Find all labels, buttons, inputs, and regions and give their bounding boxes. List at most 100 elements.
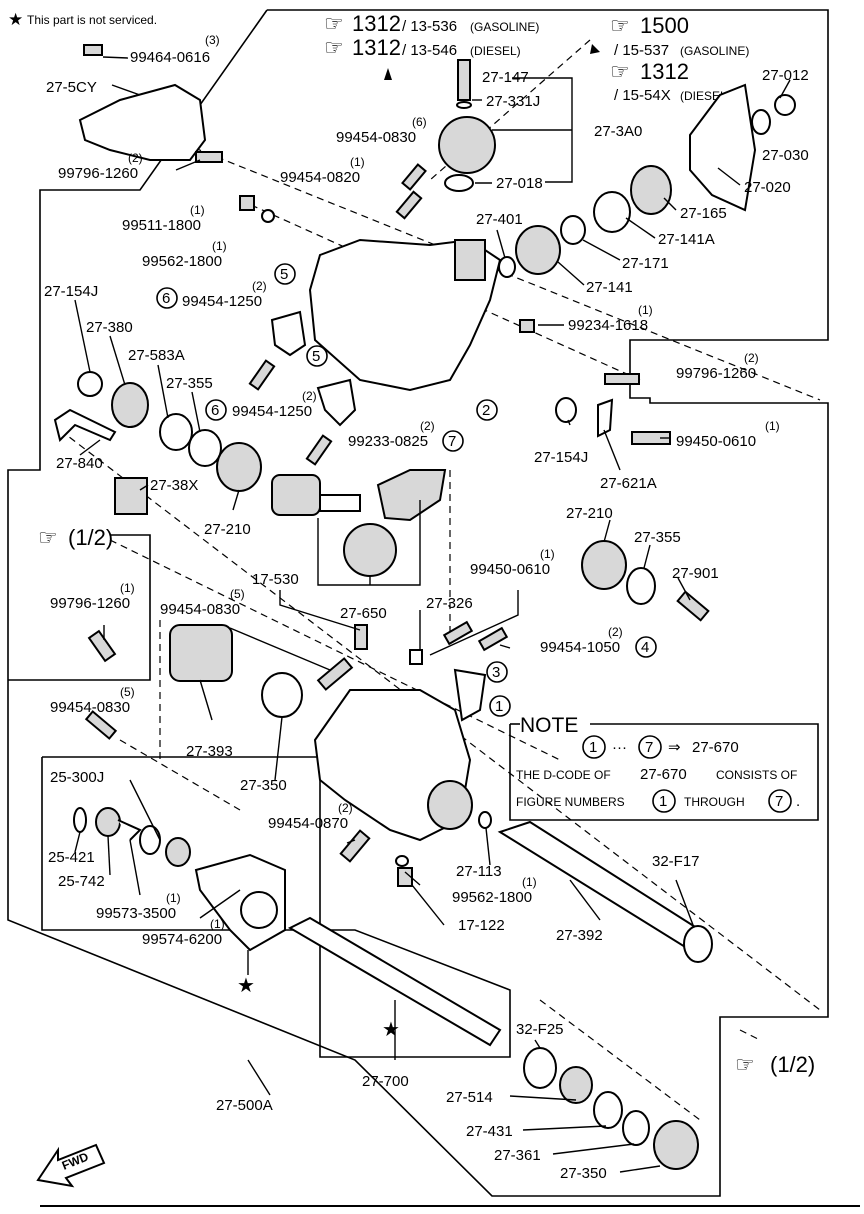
part-number-label[interactable]: 99450-0610 bbox=[676, 433, 756, 450]
part-number-label[interactable]: 27-154J bbox=[534, 449, 588, 466]
part-number-label[interactable]: 27-355 bbox=[166, 375, 213, 392]
part-number-label[interactable]: 17-530 bbox=[252, 571, 299, 588]
figure-number[interactable]: 4 bbox=[641, 639, 649, 656]
bolt-part bbox=[195, 151, 223, 163]
part-number-label[interactable]: 27-401 bbox=[476, 211, 523, 228]
ref-half-right[interactable]: (1/2) bbox=[770, 1052, 815, 1077]
part-number-label[interactable]: 27-331J bbox=[486, 93, 540, 110]
part-number-label[interactable]: 27-3A0 bbox=[594, 123, 642, 140]
part-number-label[interactable]: 17-122 bbox=[458, 917, 505, 934]
clip-part bbox=[597, 398, 614, 438]
figure-number[interactable]: 1 bbox=[495, 698, 503, 715]
part-number-label[interactable]: 99454-0870 bbox=[268, 815, 348, 832]
part-number-label[interactable]: 27-141A bbox=[658, 231, 715, 248]
part-number-label[interactable]: 27-018 bbox=[496, 175, 543, 192]
figure-number[interactable]: 7 bbox=[448, 433, 456, 450]
part-number-label[interactable]: 99454-1050 bbox=[540, 639, 620, 656]
part-number-label[interactable]: 25-421 bbox=[48, 849, 95, 866]
part-number-label[interactable]: 27-113 bbox=[456, 863, 502, 880]
part-number-label[interactable]: 99454-0830 bbox=[50, 699, 130, 716]
part-number-label[interactable]: 27-030 bbox=[762, 147, 809, 164]
part-number-label[interactable]: 99233-0825 bbox=[348, 433, 428, 450]
shaft-part bbox=[319, 494, 361, 512]
qty-label: (2) bbox=[302, 389, 317, 403]
hand-pointer-icon: ☞ bbox=[610, 13, 630, 38]
bearing-part bbox=[683, 925, 713, 963]
star-icon: ★ bbox=[382, 1017, 400, 1041]
part-number-label[interactable]: 99511-1800 bbox=[122, 217, 201, 234]
bolt-part bbox=[477, 626, 509, 652]
note-text: FIGURE NUMBERS bbox=[516, 795, 625, 809]
part-number-label[interactable]: 99454-0820 bbox=[280, 169, 360, 186]
part-number-label[interactable]: 27-154J bbox=[44, 283, 98, 300]
part-number-label[interactable]: 27-380 bbox=[86, 319, 133, 336]
fork-part bbox=[316, 378, 357, 427]
ref-page-1[interactable]: 1312 bbox=[352, 11, 401, 36]
part-number-label[interactable]: 99796-1260 bbox=[676, 365, 756, 382]
bolt-part bbox=[305, 434, 333, 466]
part-number-label[interactable]: 27-326 bbox=[426, 595, 473, 612]
part-number-label[interactable]: 27-392 bbox=[556, 927, 603, 944]
part-number-label[interactable]: 32-F17 bbox=[652, 853, 700, 870]
part-number-label[interactable]: 27-700 bbox=[362, 1073, 409, 1090]
part-number-label[interactable]: 99454-1250 bbox=[232, 403, 312, 420]
qty-label: (2) bbox=[128, 151, 143, 165]
part-number-label[interactable]: 27-500A bbox=[216, 1097, 273, 1114]
part-number-label[interactable]: 27-621A bbox=[600, 475, 657, 492]
part-number-label[interactable]: 99562-1800 bbox=[142, 253, 222, 270]
part-number-label[interactable]: 99796-1260 bbox=[58, 165, 138, 182]
figure-number[interactable]: 5 bbox=[312, 348, 320, 365]
part-number-label[interactable]: 27-141 bbox=[586, 279, 633, 296]
part-number-label[interactable]: 27-210 bbox=[204, 521, 251, 538]
part-number-label[interactable]: 99454-0830 bbox=[160, 601, 240, 618]
part-number-label[interactable]: 27-020 bbox=[744, 179, 791, 196]
part-number-label[interactable]: 99464-0616 bbox=[130, 49, 210, 66]
part-number-label[interactable]: 27-650 bbox=[340, 605, 387, 622]
part-number-label[interactable]: 27-355 bbox=[634, 529, 681, 546]
part-number-label[interactable]: 32-F25 bbox=[516, 1021, 564, 1038]
part-number-label[interactable]: 27-350 bbox=[560, 1165, 607, 1182]
figure-number[interactable]: 6 bbox=[211, 402, 219, 419]
part-number-label[interactable]: 27-361 bbox=[494, 1147, 541, 1164]
part-number-label[interactable]: 27-165 bbox=[680, 205, 727, 222]
qty-label: (1) bbox=[120, 581, 135, 595]
part-number-label[interactable]: 99574-6200 bbox=[142, 931, 222, 948]
part-number-label[interactable]: 27-171 bbox=[622, 255, 669, 272]
part-number-label[interactable]: 99573-3500 bbox=[96, 905, 176, 922]
part-number-label[interactable]: 99454-1250 bbox=[182, 293, 262, 310]
part-number-label[interactable]: 25-742 bbox=[58, 873, 105, 890]
figure-number[interactable]: 6 bbox=[162, 290, 170, 307]
note-box: NOTE 1 ··· 7 ⇒ 27-670 THE D-CODE OF 27-6… bbox=[509, 714, 819, 821]
part-number-label[interactable]: 99562-1800 bbox=[452, 889, 532, 906]
part-number-label[interactable]: 27-210 bbox=[566, 505, 613, 522]
ref-page-3[interactable]: 1500 bbox=[640, 13, 689, 38]
part-number-label[interactable]: 27-901 bbox=[672, 565, 719, 582]
part-number-label[interactable]: 27-514 bbox=[446, 1089, 493, 1106]
part-number-label[interactable]: 27-431 bbox=[466, 1123, 513, 1140]
figure-markers: 1 2 3 4 5 5 6 6 7 bbox=[156, 263, 657, 717]
bolt-part bbox=[457, 59, 471, 101]
part-number-label[interactable]: 99450-0610 bbox=[470, 561, 550, 578]
ref-page-4[interactable]: 1312 bbox=[640, 59, 689, 84]
note-target[interactable]: 27-670 bbox=[692, 739, 739, 756]
note-part-number[interactable]: 27-670 bbox=[640, 766, 687, 783]
figure-number[interactable]: 3 bbox=[492, 664, 500, 681]
part-number-label[interactable]: 25-300J bbox=[50, 769, 104, 786]
part-number-label[interactable]: 27-5CY bbox=[46, 79, 97, 96]
part-number-label[interactable]: 27-38X bbox=[150, 477, 198, 494]
part-number-label[interactable]: 99454-0830 bbox=[336, 129, 416, 146]
ref-half-left[interactable]: (1/2) bbox=[68, 525, 113, 550]
part-number-label[interactable]: 27-350 bbox=[240, 777, 287, 794]
part-number-label[interactable]: 27-840 bbox=[56, 455, 103, 472]
part-number-label[interactable]: 27-393 bbox=[186, 743, 233, 760]
part-number-label[interactable]: 27-147 bbox=[482, 69, 529, 86]
part-number-label[interactable]: 27-012 bbox=[762, 67, 809, 84]
part-number-label[interactable]: 99234-1618 bbox=[568, 317, 648, 334]
part-number-label[interactable]: 27-583A bbox=[128, 347, 185, 364]
figure-number[interactable]: 5 bbox=[280, 266, 288, 283]
part-number-label[interactable]: 99796-1260 bbox=[50, 595, 130, 612]
ref-page-2[interactable]: 1312 bbox=[352, 35, 401, 60]
figure-number[interactable]: 2 bbox=[482, 402, 490, 419]
star-icon: ★ bbox=[237, 973, 255, 997]
